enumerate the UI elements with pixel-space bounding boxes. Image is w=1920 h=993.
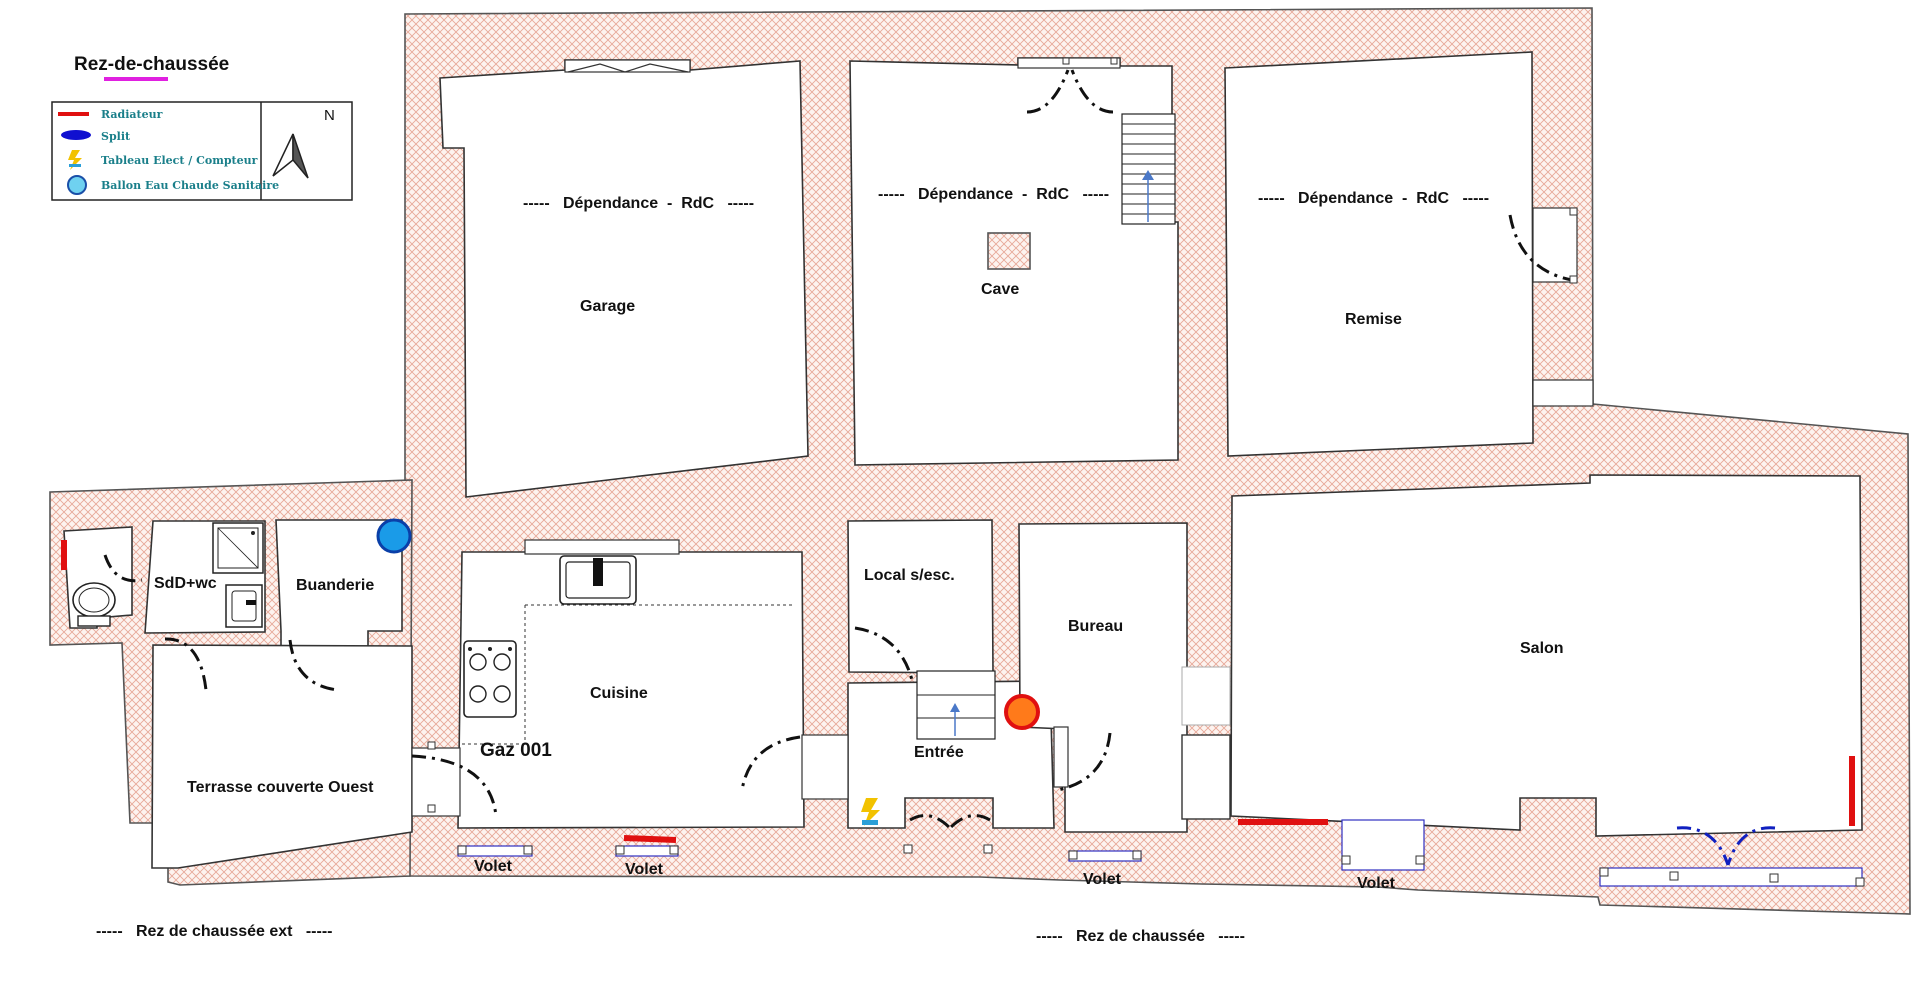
cave-pillar (987, 232, 1031, 270)
room-label-sdd: SdD+wc (154, 575, 217, 592)
room-label-entree: Entrée (914, 744, 964, 761)
electric-panel-icon (68, 150, 82, 170)
room-cuisine (457, 551, 805, 829)
equipment (61, 518, 1855, 843)
water-heater-icon (1004, 694, 1040, 730)
legend-panel-label: Tableau Elect / Compteur (101, 154, 258, 167)
room-label-salon: Salon (1520, 640, 1564, 657)
footer-main-label: ----- Rez de chaussée ----- (1036, 928, 1245, 945)
rooms (63, 51, 1863, 869)
room-label-remise: Remise (1345, 311, 1402, 328)
doors (103, 69, 1573, 830)
legend-radiator-label: Radiateur (101, 108, 163, 121)
volet-label: Volet (474, 858, 513, 875)
volet-label: Volet (1357, 875, 1396, 892)
labels: ----- Dépendance - RdC ----- Garage ----… (96, 186, 1564, 945)
toilet (72, 582, 116, 627)
kitchen-sink (559, 555, 637, 605)
passage-cell (1181, 666, 1231, 726)
room-garage (439, 59, 809, 498)
staircase-entree (916, 670, 996, 740)
room-label-cuisine: Cuisine (590, 685, 648, 702)
openings (411, 57, 1594, 817)
footer-ext-label: ----- Rez de chaussée ext ----- (96, 923, 332, 940)
washbasin (225, 584, 263, 628)
zone-label-garage: ----- Dépendance - RdC ----- (523, 195, 754, 212)
north-label: N (324, 107, 335, 124)
room-label-local: Local s/esc. (864, 567, 955, 584)
volet-label: Volet (625, 861, 664, 878)
room-label-bureau: Bureau (1068, 618, 1123, 635)
legend-split-label: Split (101, 130, 131, 143)
room-label-buanderie: Buanderie (296, 577, 374, 594)
legend: Radiateur Split Tableau Elect / Compteur… (51, 101, 353, 201)
kitchen-stove (463, 640, 517, 718)
room-local (847, 519, 994, 674)
water-heater-icon (67, 175, 87, 195)
gas-label: Gaz 001 (480, 740, 552, 761)
electric-panel-icon (861, 798, 880, 826)
radiator-icon (623, 835, 677, 843)
zone-label-cave: ----- Dépendance - RdC ----- (878, 186, 1109, 203)
north-arrow-icon (272, 133, 309, 179)
room-label-terrasse: Terrasse couverte Ouest (187, 779, 374, 796)
split-icon (61, 130, 91, 140)
room-entree (847, 680, 1055, 829)
staircase-cave (1121, 113, 1176, 225)
page-title: Rez-de-chaussée (74, 54, 229, 75)
legend-boiler-label: Ballon Eau Chaude Sanitaire (101, 179, 279, 192)
shower (212, 522, 264, 574)
room-label-cave: Cave (981, 281, 1019, 298)
room-label-garage: Garage (580, 298, 635, 315)
room-remise (1224, 51, 1534, 457)
room-terrasse (151, 644, 413, 869)
water-heater-icon (376, 518, 412, 554)
volets (427, 57, 1865, 887)
volet-label: Volet (1083, 871, 1122, 888)
kitchen-counter-outline (462, 604, 795, 745)
zone-label-remise: ----- Dépendance - RdC ----- (1258, 190, 1489, 207)
